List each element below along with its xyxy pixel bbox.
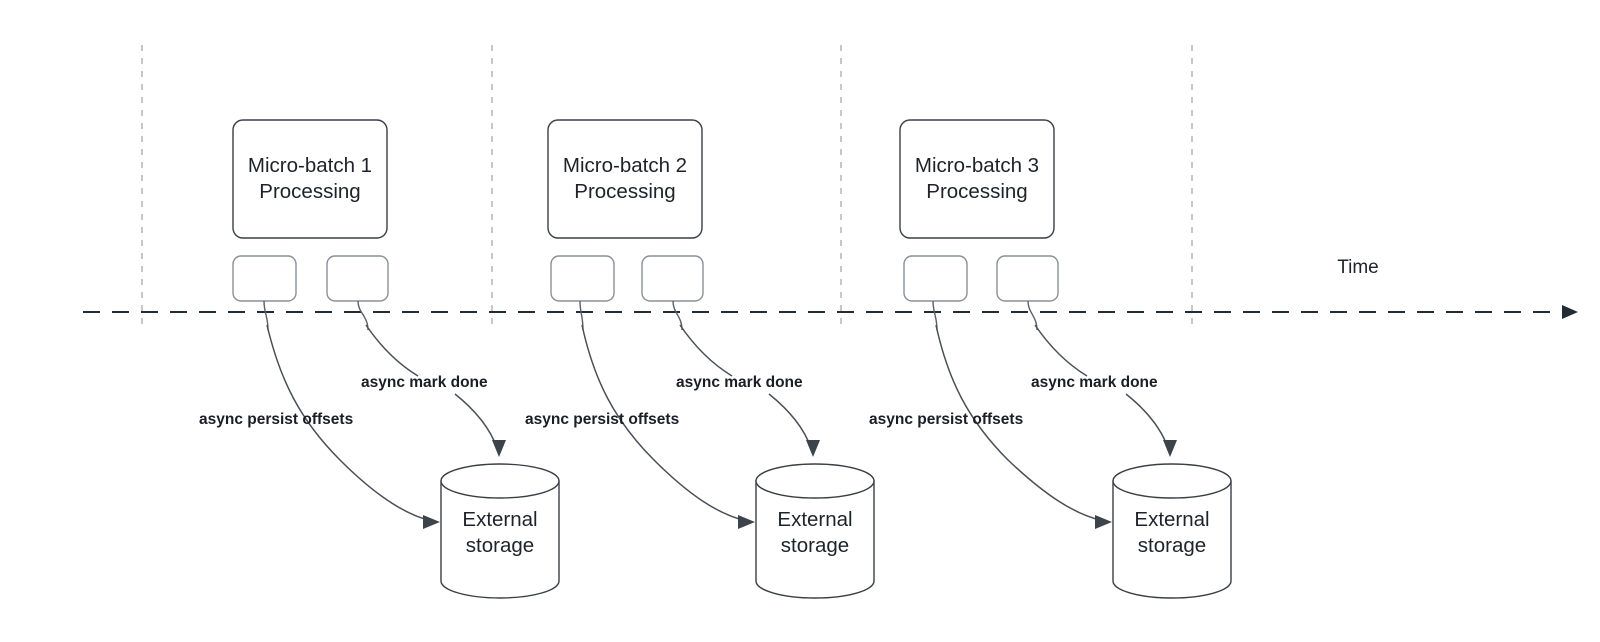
divider-lines-group (141, 45, 1193, 327)
async-persist-offsets-label-2: async persist offsets (525, 411, 679, 428)
mini-box-persist-1[interactable] (232, 255, 297, 302)
mini-box-mark-3[interactable] (996, 255, 1059, 302)
external-storage-cylinder-body-1[interactable] (440, 480, 560, 599)
async-mark-done-arrowhead-2 (806, 440, 820, 457)
mini-box-mark-2[interactable] (641, 255, 704, 302)
mini-box-mark-1[interactable] (326, 255, 389, 302)
micro-batch-label-line1-2: Micro-batch 2 (563, 154, 687, 177)
async-persist-offsets-label-1: async persist offsets (199, 411, 353, 428)
async-persist-offsets-curve-3 (935, 324, 1105, 522)
async-persist-offsets-curve-1 (266, 324, 433, 522)
micro-batch-label-line2-2: Processing (574, 180, 675, 203)
async-persist-offsets-arrowhead-1 (423, 515, 440, 529)
async-persist-offsets-arrowhead-2 (738, 515, 755, 529)
external-storage-cylinder-top-1 (440, 463, 560, 499)
async-mark-done-label-2: async mark done (676, 374, 803, 391)
async-persist-offsets-label-3: async persist offsets (869, 411, 1023, 428)
external-storage-cylinder-body-3[interactable] (1112, 480, 1232, 599)
external-storage-label-line1-2: External (777, 508, 852, 531)
micro-batch-box-1[interactable] (232, 119, 388, 239)
external-storage-cylinder-top-3 (1112, 463, 1232, 499)
external-storage-label-line1-1: External (462, 508, 537, 531)
async-persist-offsets-curve-2 (581, 324, 748, 522)
async-mark-done-arrowhead-1 (492, 440, 506, 457)
external-storage-label-line2-1: storage (466, 534, 534, 557)
micro-batch-box-3[interactable] (899, 119, 1055, 239)
micro-batch-label-line2-1: Processing (259, 180, 360, 203)
micro-batch-label-line2-3: Processing (926, 180, 1027, 203)
async-mark-done-label-1: async mark done (361, 374, 488, 391)
micro-batch-box-2[interactable] (547, 119, 703, 239)
external-storage-cylinder-body-2[interactable] (755, 480, 875, 599)
external-storage-cylinder-top-2 (755, 463, 875, 499)
external-storage-label-line1-3: External (1134, 508, 1209, 531)
external-storage-label-line2-2: storage (781, 534, 849, 557)
async-mark-done-label-3: async mark done (1031, 374, 1158, 391)
timeline-axis-group: Time (83, 257, 1578, 319)
timeline-arrowhead (1562, 305, 1578, 319)
time-axis-label: Time (1337, 257, 1379, 278)
async-persist-offsets-arrowhead-3 (1095, 515, 1112, 529)
mini-box-persist-3[interactable] (903, 255, 968, 302)
external-storage-label-line2-3: storage (1138, 534, 1206, 557)
async-mark-done-arrowhead-3 (1163, 440, 1177, 457)
micro-batch-label-line1-3: Micro-batch 3 (915, 154, 1039, 177)
mini-box-persist-2[interactable] (550, 255, 615, 302)
micro-batch-label-line1-1: Micro-batch 1 (248, 154, 372, 177)
